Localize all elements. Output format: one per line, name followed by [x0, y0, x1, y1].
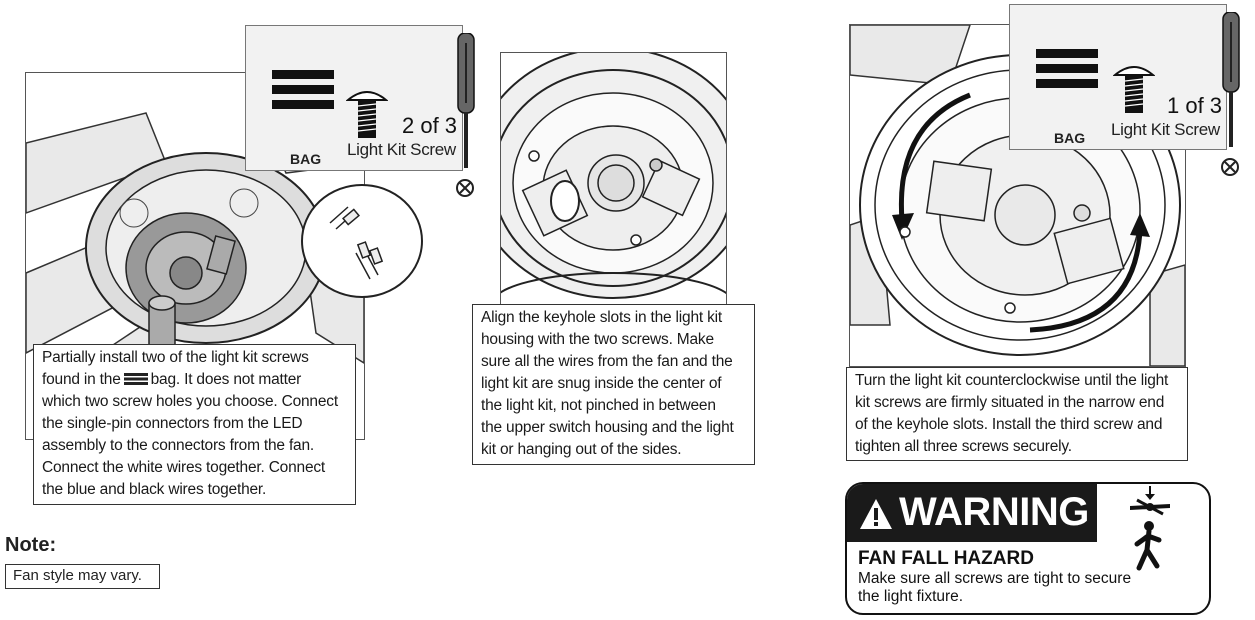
bag-lines-icon	[272, 70, 334, 110]
bag-label: BAG	[1054, 130, 1086, 146]
screw-card-step1: BAG 2 of 3 Light Kit Screw	[245, 25, 463, 171]
step1-caption-line: Connect the white wires together. Connec…	[42, 459, 326, 476]
bag-label: BAG	[290, 151, 322, 167]
screw-count: 1 of 3	[1167, 93, 1223, 118]
hazard-title: FAN FALL HAZARD	[858, 548, 1034, 569]
step1-caption-line: the blue and black wires together.	[42, 481, 267, 498]
caption-text: bag. It does not matter	[150, 371, 302, 388]
note-heading: Note:	[5, 534, 57, 556]
screw-count: 2 of 3	[402, 113, 458, 138]
light-kit-screw-label: Light Kit Screw	[347, 140, 456, 159]
note-box: Fan style may vary.	[5, 564, 160, 589]
step1-caption-line: the single-pin connectors from the LED	[42, 415, 303, 432]
phillips-screw-head-icon	[455, 178, 475, 198]
screw-card-step3: BAG 1 of 3 Light Kit Screw	[1009, 4, 1227, 150]
screw-icon	[345, 84, 389, 140]
step1-caption-line: Partially install two of the light kit s…	[42, 349, 309, 366]
warning-header: WARNING	[847, 484, 1097, 542]
step1-caption-line: assembly to the connectors from the fan.	[42, 437, 314, 454]
warning-triangle-icon	[859, 498, 893, 530]
step2-caption: Align the keyhole slots in the light kit…	[472, 304, 755, 465]
hazard-text: Make sure all screws are tight to secure…	[858, 570, 1132, 605]
phillips-screw-head-icon	[1220, 157, 1240, 177]
caption-text: found in the	[42, 371, 121, 388]
step3-illustration	[849, 24, 1186, 367]
wire-connector-inset	[300, 183, 424, 299]
screwdriver-icon	[455, 32, 477, 173]
step1-caption-line: which two screw holes you choose. Connec…	[42, 393, 338, 410]
warning-word: WARNING	[899, 490, 1089, 534]
screw-icon	[1112, 59, 1156, 115]
light-kit-screw-label: Light Kit Screw	[1111, 120, 1220, 139]
screwdriver-icon	[1220, 11, 1242, 152]
step1-caption: Partially install two of the light kit s…	[33, 344, 356, 505]
step2-illustration	[500, 52, 727, 309]
falling-fan-hazard-icon	[1125, 486, 1175, 576]
step1-caption-line: found in the bag. It does not matter	[42, 369, 347, 391]
warning-box: WARNING FAN FALL HAZARD Make sure all sc…	[845, 482, 1211, 615]
bag-lines-icon	[123, 373, 148, 385]
step3-caption: Turn the light kit counterclockwise unti…	[846, 367, 1188, 461]
bag-lines-icon	[1036, 49, 1098, 89]
